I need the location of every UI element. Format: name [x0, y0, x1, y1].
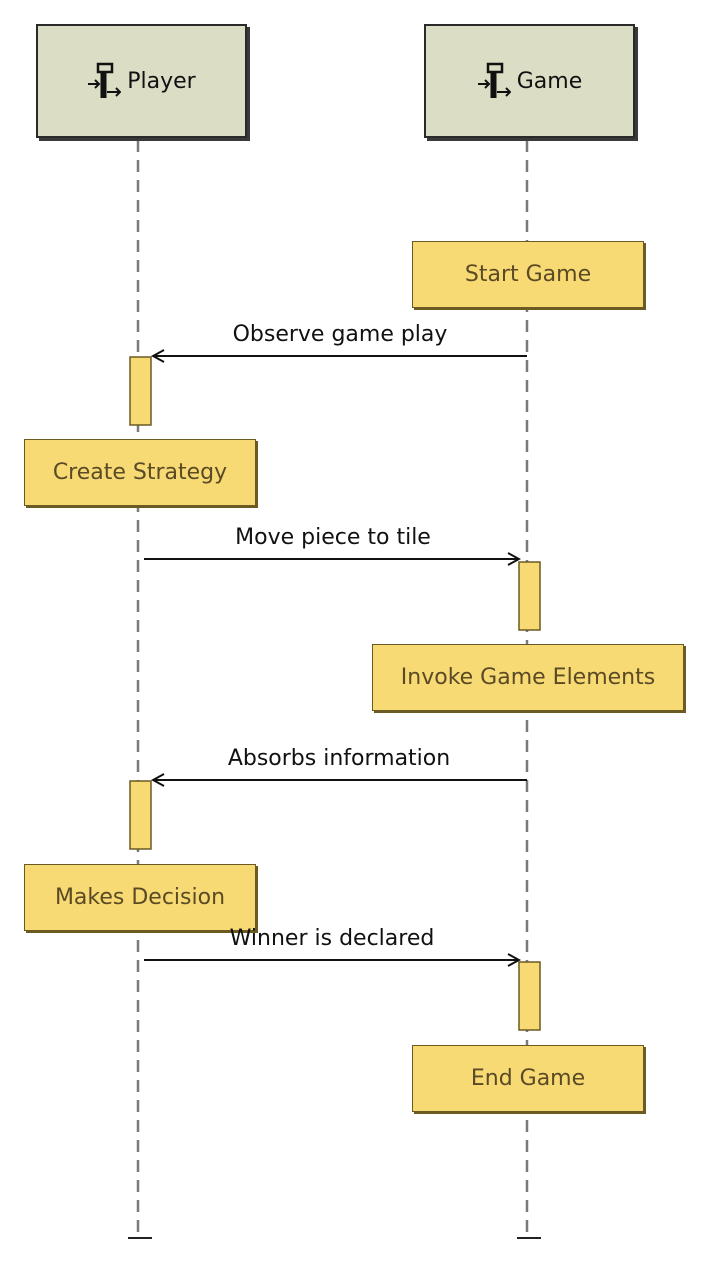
- lifeline-game[interactable]: Game: [424, 24, 635, 138]
- lifeline-name: Game: [516, 68, 583, 94]
- message-label-move-piece-to-tile: Move piece to tile: [235, 525, 431, 550]
- state-label: Invoke Game Elements: [400, 665, 656, 690]
- player-activation-bar: [129, 356, 152, 426]
- lifeline-player[interactable]: Player: [36, 24, 247, 138]
- state-invoke-game-elements[interactable]: Invoke Game Elements: [372, 644, 684, 711]
- state-label: Create Strategy: [52, 460, 228, 485]
- lifeline-name: Player: [127, 68, 196, 94]
- lifeline-icon: [477, 62, 511, 98]
- state-start-game[interactable]: Start Game: [412, 241, 644, 308]
- state-label: End Game: [470, 1066, 586, 1091]
- game-activation-bar: [518, 961, 541, 1031]
- state-label: Start Game: [464, 262, 592, 287]
- state-create-strategy[interactable]: Create Strategy: [24, 439, 256, 506]
- state-makes-decision[interactable]: Makes Decision: [24, 864, 256, 931]
- player-activation-bar: [129, 780, 152, 850]
- game-activation-bar: [518, 561, 541, 631]
- message-label-absorbs-information: Absorbs information: [227, 746, 451, 771]
- state-end-game[interactable]: End Game: [412, 1045, 644, 1112]
- message-label-observe-game-play: Observe game play: [232, 322, 448, 347]
- message-label-winner-is-declared: Winner is declared: [229, 926, 435, 951]
- lifeline-icon: [88, 62, 122, 98]
- state-label: Makes Decision: [54, 885, 226, 910]
